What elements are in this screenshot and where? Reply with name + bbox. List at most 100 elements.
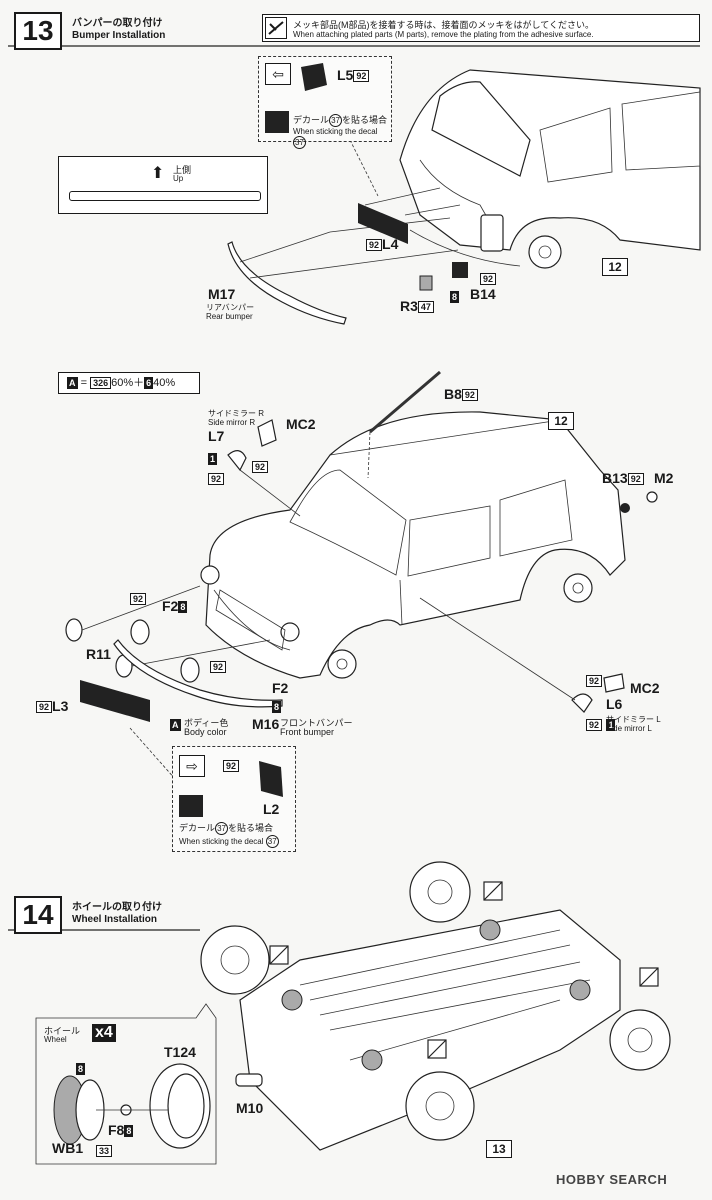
label-m16-jp: フロントバンパー xyxy=(280,718,353,728)
ref-12-rear: 12 xyxy=(602,258,628,276)
light-ring-b xyxy=(180,657,200,683)
label-m10: M10 xyxy=(236,1100,264,1116)
decal-front-en: When sticking the decal 37 xyxy=(179,835,279,848)
label-m17-en: Rear bumper xyxy=(206,312,253,321)
mirror-r-en: Side mirror R xyxy=(208,418,256,427)
label-body-jp: ボディー色 xyxy=(184,718,229,728)
mirror-l-en: Side mirror L xyxy=(606,724,652,733)
light-ring-a xyxy=(130,619,150,645)
light-r11-a xyxy=(65,618,83,642)
mirror-r xyxy=(227,450,247,472)
plate-l3 xyxy=(80,680,150,722)
plating-note-box: メッキ部品(M部品)を接着する時は、接着面のメッキをはがしてください。 When… xyxy=(262,14,700,42)
bumper-up-inset: ⬆ 上側 Up xyxy=(58,156,268,214)
label-l2: L2 xyxy=(263,801,280,817)
label-b14: B14 xyxy=(470,286,496,302)
up-arrow-icon: ⬆ xyxy=(151,165,165,182)
part-m2 xyxy=(646,491,658,503)
label-body-color-a: A xyxy=(170,718,181,731)
label-m17-jp: リアバンパー xyxy=(206,303,255,312)
label-l7: L7 xyxy=(208,428,225,444)
antenna-b8 xyxy=(369,370,441,434)
plating-note-en: When attaching plated parts (M parts), r… xyxy=(293,30,594,39)
swap-arrow-icon: ⇦ xyxy=(265,63,291,85)
step-14-number: 14 xyxy=(14,896,62,934)
label-l6-colors: 92 1 xyxy=(586,716,616,734)
plating-note-icon xyxy=(265,17,287,39)
front-bumper-m16 xyxy=(113,639,283,708)
mirror-l-jp: サイドミラー L xyxy=(606,715,661,724)
step-13-title-en: Bumper Installation xyxy=(72,30,166,41)
step-13-number: 13 xyxy=(14,12,62,50)
label-f2-bottom-color: 8 xyxy=(272,700,282,713)
decal-note-en: When sticking the decal 37 xyxy=(293,127,378,149)
inset-l2-92: 92 xyxy=(223,757,240,775)
up-label-en: Up xyxy=(173,174,184,183)
ref-13: 13 xyxy=(486,1140,512,1158)
label-body-en: Body color xyxy=(184,727,227,737)
label-wb1: WB1 xyxy=(52,1140,84,1156)
wheel-inset-frame xyxy=(35,1003,217,1165)
label-l7-92a: 92 xyxy=(252,458,269,476)
step-14-title-en: Wheel Installation xyxy=(72,914,158,925)
wheel-label-en: Wheel xyxy=(44,1035,67,1044)
label-l7-color1: 1 xyxy=(208,452,218,465)
wheel-quantity: x4 xyxy=(92,1024,116,1042)
label-mc2-r: MC2 xyxy=(286,416,316,432)
wheel-label-jp: ホイール xyxy=(44,1026,81,1036)
label-wb1-color: 33 xyxy=(96,1142,113,1160)
mirror-glass-mc2-l xyxy=(603,673,625,693)
ref-12-front: 12 xyxy=(548,412,574,430)
front-car-drawing xyxy=(200,411,626,679)
label-t124: T124 xyxy=(164,1044,196,1060)
label-m16-en: Front bumper xyxy=(280,727,335,737)
mirror-glass-mc2-r xyxy=(257,419,277,447)
no-glue-markers xyxy=(269,881,659,1059)
label-wheel-color: 8 xyxy=(76,1062,86,1075)
label-b14-92: 92 xyxy=(480,270,497,288)
rear-car-drawing xyxy=(329,69,701,269)
label-ring-92: 92 xyxy=(210,658,227,676)
plate-l4 xyxy=(358,203,408,244)
label-l6-92: 92 xyxy=(586,672,603,690)
bumper-bar-topview xyxy=(69,191,261,201)
label-m2: M2 xyxy=(654,470,674,486)
part-r3 xyxy=(419,275,433,291)
label-l7-92b: 92 xyxy=(208,470,225,488)
rear-bumper-m17 xyxy=(227,241,347,325)
up-label-jp: 上側 xyxy=(173,165,192,175)
swap-arrow-icon-front: ⇨ xyxy=(179,755,205,777)
label-mc2-l: MC2 xyxy=(630,680,660,696)
label-r11-92: 92 xyxy=(130,590,147,608)
mirror-r-jp: サイドミラー R xyxy=(208,409,264,418)
label-m16: M16 xyxy=(252,716,280,732)
label-l6: L6 xyxy=(606,696,623,712)
plating-note-jp: メッキ部品(M部品)を接着する時は、接着面のメッキをはがしてください。 xyxy=(293,20,594,30)
step-14-title-jp: ホイールの取り付け xyxy=(72,902,162,913)
watermark: HOBBY SEARCH xyxy=(556,1172,668,1187)
part-b13 xyxy=(620,503,630,513)
mirror-l xyxy=(571,693,593,713)
part-b14 xyxy=(452,262,468,278)
label-b14-color: 8 xyxy=(450,290,460,303)
label-m17: M17 xyxy=(208,286,236,302)
decal-icon-front xyxy=(179,795,203,817)
label-f2-bottom: F2 xyxy=(272,680,289,696)
decal-icon xyxy=(265,111,289,133)
label-r11: R11 xyxy=(86,646,111,662)
step-13-title-jp: バンパーの取り付け xyxy=(72,18,163,29)
